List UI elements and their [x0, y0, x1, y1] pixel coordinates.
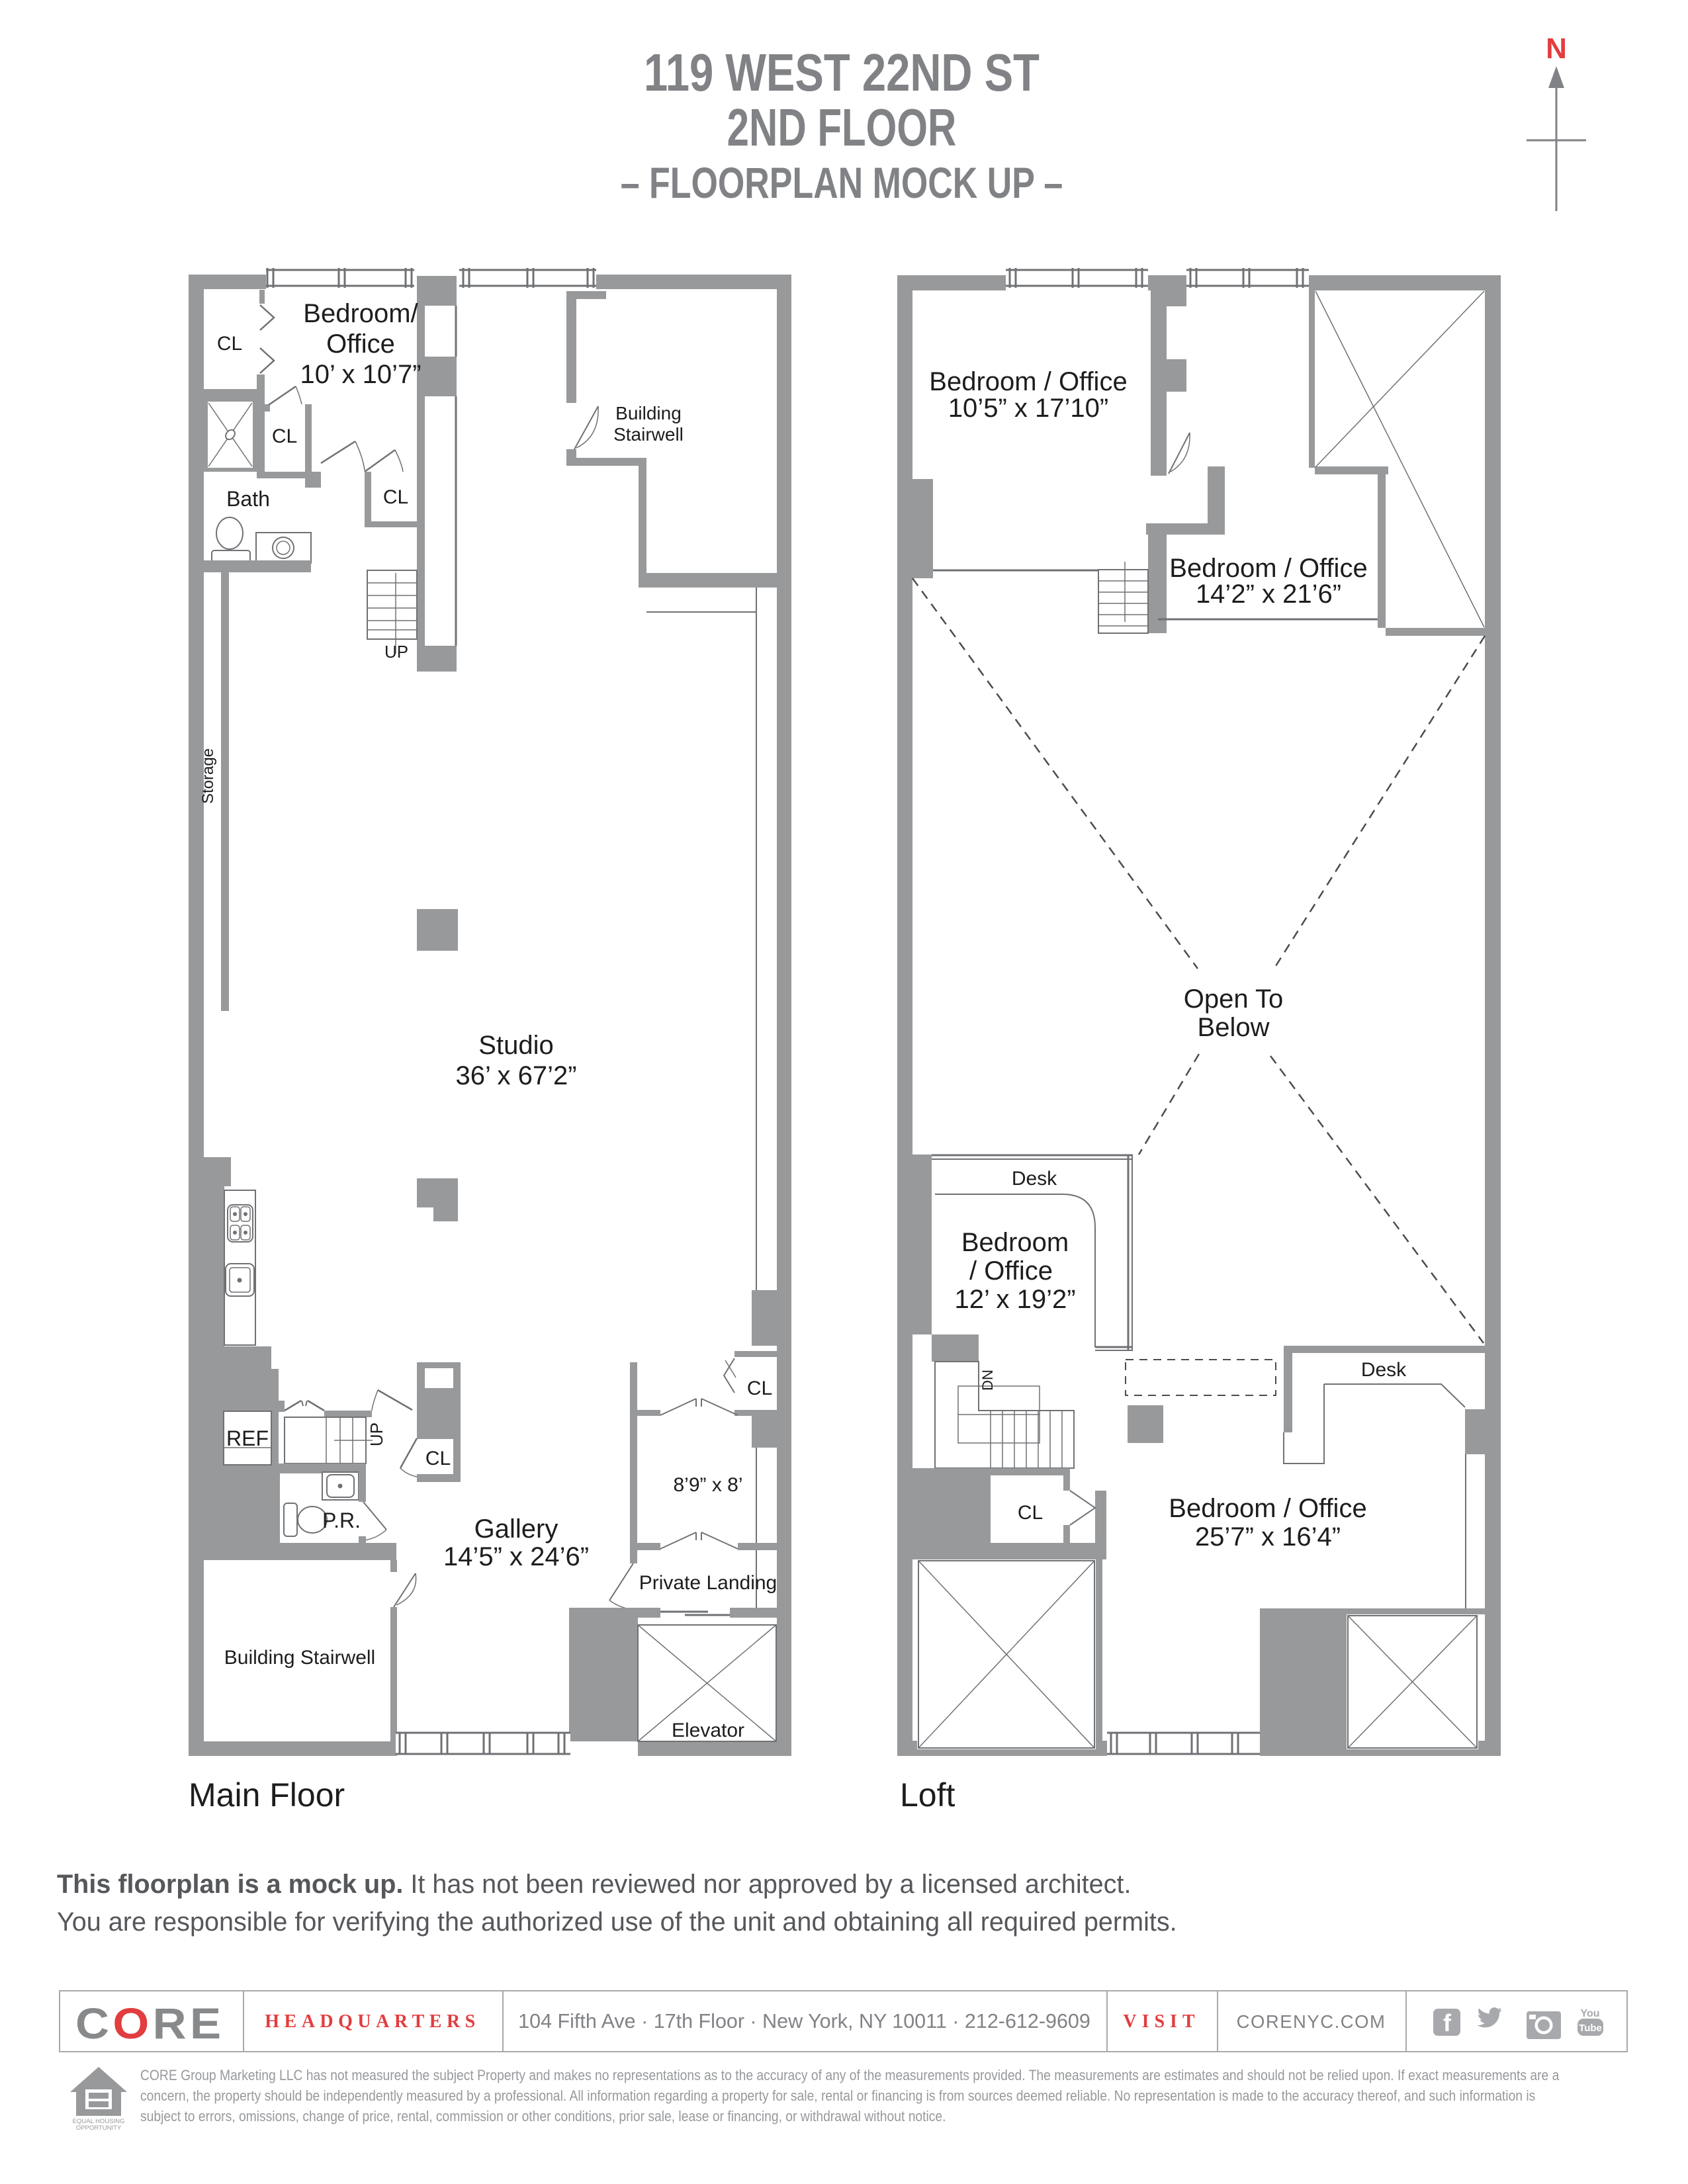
svg-text:10’5” x 17’10”: 10’5” x 17’10”: [948, 394, 1108, 423]
svg-text:36’ x 67’2”: 36’ x 67’2”: [455, 1061, 576, 1090]
svg-text:REF: REF: [226, 1426, 269, 1450]
svg-text:Private Landing: Private Landing: [639, 1572, 777, 1594]
svg-text:CL: CL: [383, 486, 408, 508]
svg-text:Elevator: Elevator: [672, 1720, 744, 1741]
svg-text:CL: CL: [217, 333, 242, 355]
svg-text:CL: CL: [747, 1377, 772, 1399]
svg-text:10’ x 10’7”: 10’ x 10’7”: [300, 360, 421, 389]
svg-text:DN: DN: [979, 1370, 996, 1391]
svg-text:Stairwell: Stairwell: [613, 424, 684, 445]
svg-text:Desk: Desk: [1361, 1359, 1407, 1381]
svg-text:Gallery: Gallery: [474, 1514, 558, 1544]
svg-text:Studio: Studio: [478, 1031, 553, 1060]
svg-text:Building: Building: [615, 403, 682, 423]
svg-text:CL: CL: [272, 425, 297, 447]
svg-text:Tube: Tube: [1579, 2023, 1602, 2034]
svg-text:14’2” x 21’6”: 14’2” x 21’6”: [1196, 580, 1341, 609]
svg-text:UP: UP: [367, 1422, 386, 1446]
svg-text:Bedroom / Office: Bedroom / Office: [1169, 554, 1367, 583]
svg-text:8’9” x 8’: 8’9” x 8’: [673, 1474, 742, 1496]
svg-text:P.R.: P.R.: [322, 1508, 361, 1532]
svg-text:CL: CL: [1018, 1502, 1043, 1524]
svg-text:Bedroom: Bedroom: [961, 1228, 1069, 1257]
svg-text:25’7” x 16’4”: 25’7” x 16’4”: [1195, 1522, 1341, 1551]
svg-text:EQUAL HOUSING: EQUAL HOUSING: [73, 2118, 125, 2125]
svg-text:Below: Below: [1198, 1013, 1270, 1042]
svg-text:Office: Office: [326, 329, 395, 359]
svg-text:/ Office: / Office: [969, 1256, 1053, 1286]
svg-text:f: f: [1443, 2009, 1452, 2036]
svg-text:N: N: [1546, 32, 1567, 65]
svg-text:12’ x 19’2”: 12’ x 19’2”: [954, 1285, 1075, 1314]
svg-text:Bedroom/: Bedroom/: [303, 299, 418, 328]
svg-text:You: You: [1580, 2008, 1599, 2019]
svg-text:14’5” x 24’6”: 14’5” x 24’6”: [443, 1542, 589, 1571]
svg-text:OPPORTUNITY: OPPORTUNITY: [76, 2124, 122, 2130]
svg-text:Bath: Bath: [226, 487, 270, 511]
svg-text:Storage: Storage: [199, 748, 217, 804]
svg-text:Bedroom / Office: Bedroom / Office: [929, 367, 1127, 396]
svg-text:Bedroom / Office: Bedroom / Office: [1169, 1494, 1366, 1523]
svg-text:Desk: Desk: [1012, 1168, 1057, 1190]
svg-text:Open To: Open To: [1184, 984, 1284, 1014]
svg-text:Building Stairwell: Building Stairwell: [224, 1647, 375, 1669]
svg-text:UP: UP: [384, 642, 408, 662]
svg-text:CL: CL: [425, 1448, 451, 1469]
